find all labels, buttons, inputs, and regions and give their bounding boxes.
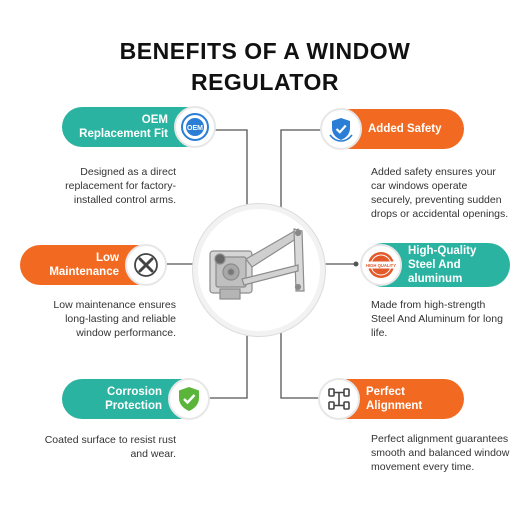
benefit-label-low-maintenance: Low Maintenance — [49, 252, 119, 278]
title-line-2: REGULATOR — [190, 69, 340, 95]
benefit-pill-corrosion: Corrosion Protection — [62, 378, 210, 420]
window-regulator-image — [193, 204, 325, 336]
title-line-1: BENEFITS OF A WINDOW — [119, 38, 411, 64]
benefit-desc-low-maintenance: Low maintenance ensures long-lasting and… — [53, 299, 176, 339]
window-regulator-graphic — [209, 228, 305, 300]
benefit-pill-alignment: Perfect Alignment — [318, 378, 464, 420]
benefit-desc-oem-fit: Designed as a direct replacement for fac… — [65, 166, 176, 206]
wheel-alignment-icon — [318, 378, 360, 420]
benefit-label-corrosion: Corrosion Protection — [105, 386, 162, 412]
benefit-pill-added-safety: Added Safety — [320, 108, 464, 150]
shield-check-icon — [168, 378, 210, 420]
benefit-desc-corrosion: Coated surface to resist rust and wear. — [44, 434, 176, 460]
quality-stamp-icon: HIGH QUALITY — [360, 244, 402, 286]
benefit-label-oem-fit: OEM Replacement Fit — [79, 114, 168, 140]
benefit-pill-low-maintenance: Low Maintenance — [20, 244, 167, 286]
benefit-pill-high-quality: HIGH QUALITY High-Quality Steel And alum… — [360, 243, 510, 287]
benefit-desc-added-safety: Added safety ensures your car windows op… — [371, 166, 509, 220]
page-title: BENEFITS OF A WINDOW REGULATOR — [0, 36, 530, 98]
wrench-screwdriver-icon — [125, 244, 167, 286]
svg-text:HIGH QUALITY: HIGH QUALITY — [366, 263, 396, 268]
benefit-pill-oem-fit: OEM Replacement Fit OEM — [62, 106, 216, 148]
benefit-label-added-safety: Added Safety — [368, 123, 442, 135]
svg-text:OEM: OEM — [187, 125, 203, 132]
benefit-label-alignment: Perfect Alignment — [366, 386, 423, 412]
benefit-desc-high-quality: Made from high-strength Steel And Alumin… — [371, 299, 503, 339]
oem-badge-icon: OEM — [174, 106, 216, 148]
benefit-label-high-quality: High-Quality Steel And aluminum — [408, 245, 477, 285]
shield-check-icon — [320, 108, 362, 150]
benefit-desc-alignment: Perfect alignment guarantees smooth and … — [371, 433, 510, 473]
